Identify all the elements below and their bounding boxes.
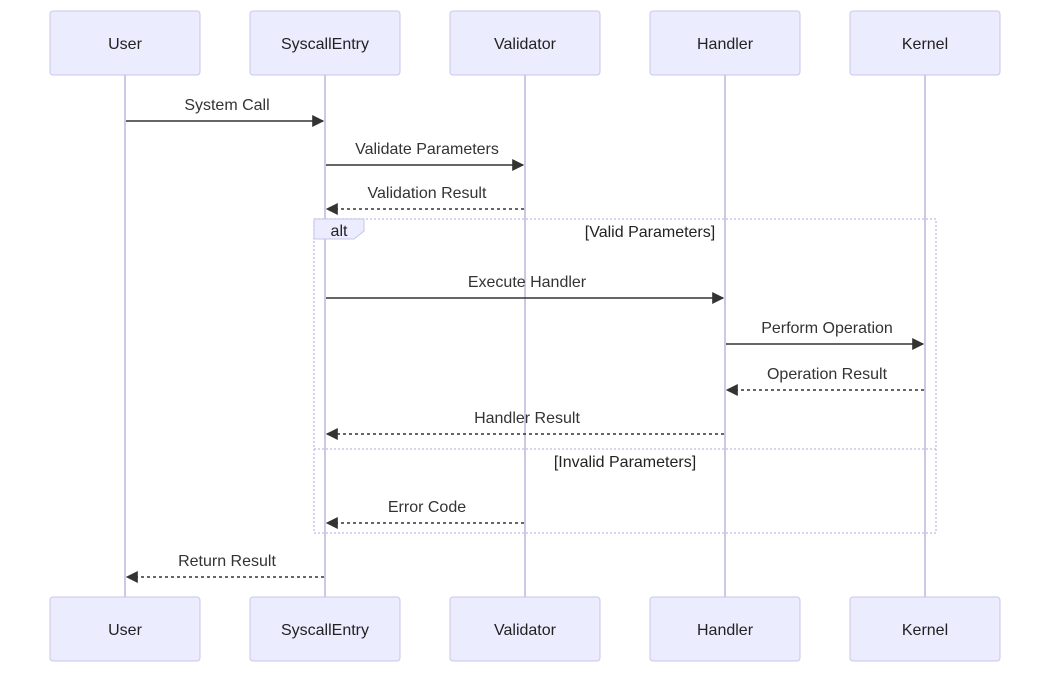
message-label: System Call <box>184 97 269 114</box>
actor-label: Kernel <box>902 36 948 53</box>
message-label: Validate Parameters <box>355 141 499 158</box>
alt-keyword: alt <box>331 223 348 240</box>
alt-condition-invalid: [Invalid Parameters] <box>554 454 696 471</box>
message-8: Error Code <box>325 499 524 529</box>
actor-label: Handler <box>697 622 754 639</box>
actor-box <box>449 596 601 662</box>
actor-syscall-bottom: SyscallEntry <box>249 596 401 662</box>
message-4: Execute Handler <box>326 274 725 304</box>
actor-box <box>849 10 1001 76</box>
actor-label: Handler <box>697 36 754 53</box>
actor-label: SyscallEntry <box>281 622 369 639</box>
message-label: Return Result <box>178 553 276 570</box>
actor-box <box>249 10 401 76</box>
message-label: Execute Handler <box>468 274 587 291</box>
actor-label: User <box>108 36 142 53</box>
message-7: Handler Result <box>325 410 724 440</box>
actor-box <box>449 10 601 76</box>
message-label: Validation Result <box>368 185 487 202</box>
actor-box <box>649 10 801 76</box>
message-3: Validation Result <box>325 185 524 215</box>
actor-label: User <box>108 622 142 639</box>
message-label: Perform Operation <box>761 320 893 337</box>
actor-box <box>849 596 1001 662</box>
message-1: System Call <box>126 97 325 127</box>
actor-box <box>249 596 401 662</box>
actor-label: Validator <box>494 622 557 639</box>
actor-handler-top: Handler <box>649 10 801 76</box>
actor-user-bottom: User <box>49 596 201 662</box>
actor-user-top: User <box>49 10 201 76</box>
actors: UserUserSyscallEntrySyscallEntryValidato… <box>49 10 1001 662</box>
message-2: Validate Parameters <box>326 141 525 171</box>
actor-syscall-top: SyscallEntry <box>249 10 401 76</box>
alt-condition-valid: [Valid Parameters] <box>585 224 715 241</box>
lifelines <box>124 75 926 597</box>
actor-label: Kernel <box>902 622 948 639</box>
alt-frame: alt [Valid Parameters] [Invalid Paramete… <box>313 218 937 534</box>
actor-validator-bottom: Validator <box>449 596 601 662</box>
actor-kernel-top: Kernel <box>849 10 1001 76</box>
actor-validator-top: Validator <box>449 10 601 76</box>
message-9: Return Result <box>125 553 324 583</box>
message-label: Handler Result <box>474 410 580 427</box>
message-label: Error Code <box>388 499 466 516</box>
actor-box <box>649 596 801 662</box>
message-label: Operation Result <box>767 366 888 383</box>
message-5: Perform Operation <box>726 320 925 350</box>
actor-kernel-bottom: Kernel <box>849 596 1001 662</box>
actor-handler-bottom: Handler <box>649 596 801 662</box>
actor-label: SyscallEntry <box>281 36 369 53</box>
actor-box <box>49 596 201 662</box>
actor-box <box>49 10 201 76</box>
alt-keyword-tag <box>313 218 365 240</box>
message-6: Operation Result <box>725 366 924 396</box>
actor-label: Validator <box>494 36 557 53</box>
